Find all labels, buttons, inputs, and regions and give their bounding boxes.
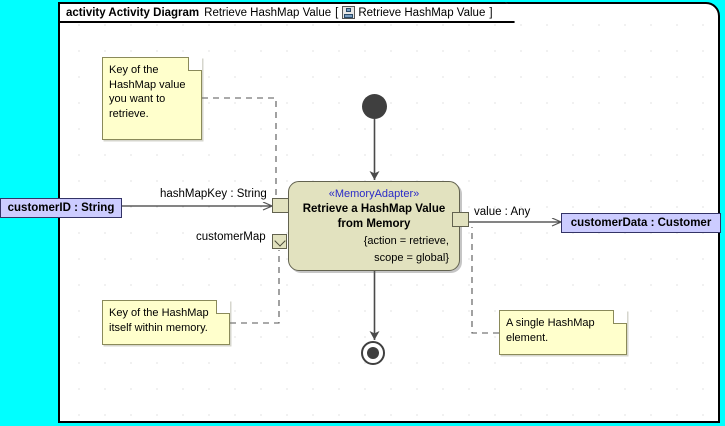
note-single-hashmap-element[interactable]: A single HashMap element.	[499, 310, 627, 355]
output-pin-value[interactable]	[452, 212, 469, 227]
note-line-1: Key of the HashMap	[109, 307, 209, 319]
chevron-down-icon	[273, 234, 286, 247]
note-line-1: A single HashMap	[506, 317, 595, 329]
note-line-2: element.	[506, 331, 549, 344]
action-name-line-1: Retrieve a HashMap Value	[302, 203, 446, 215]
pin-label-value: value : Any	[474, 206, 531, 218]
frame-name: Retrieve HashMap Value	[204, 6, 332, 19]
action-node-retrieve-hashmap-value[interactable]: «MemoryAdapter» Retrieve a HashMap Value…	[288, 181, 460, 271]
frame-bracket-close: ]	[489, 6, 493, 19]
action-constraint-line-2: scope = global}	[374, 252, 449, 264]
action-name-line-2: from Memory	[337, 218, 411, 230]
activity-diagram-icon	[342, 6, 355, 19]
initial-node[interactable]	[362, 94, 387, 119]
note-line-1: Key of the	[109, 64, 159, 76]
object-node-customerid[interactable]: customerID : String	[0, 198, 122, 218]
note-key-of-hashmap-value[interactable]: Key of the HashMap value you want to ret…	[102, 57, 202, 140]
pin-label-customermap: customerMap	[196, 231, 266, 243]
input-pin-hashmapkey[interactable]	[272, 198, 289, 213]
activity-final-node[interactable]	[361, 341, 385, 365]
frame-bracket-open: [	[335, 6, 339, 19]
note-fold-corner-icon	[613, 310, 627, 324]
note-line-2: itself within memory.	[109, 321, 208, 334]
action-constraint-line-1: {action = retrieve,	[363, 235, 449, 247]
frame-title-bar: activity Activity Diagram Retrieve HashM…	[58, 2, 515, 23]
note-fold-corner-icon	[188, 57, 202, 71]
note-fold-corner-icon	[216, 300, 230, 314]
note-line-2: HashMap value	[109, 78, 186, 91]
pin-label-hashmapkey: hashMapKey : String	[160, 188, 267, 200]
action-stereotype: «MemoryAdapter»	[328, 188, 420, 200]
note-key-of-hashmap-itself[interactable]: Key of the HashMap itself within memory.	[102, 300, 230, 345]
object-node-customerdata[interactable]: customerData : Customer	[561, 213, 721, 233]
frame-keyword: activity Activity Diagram	[66, 6, 200, 19]
note-line-3: you want to	[109, 93, 166, 105]
frame-qualified-name: Retrieve HashMap Value	[358, 6, 486, 19]
note-line-4: retrieve.	[109, 107, 149, 120]
input-pin-customermap[interactable]	[272, 234, 287, 249]
